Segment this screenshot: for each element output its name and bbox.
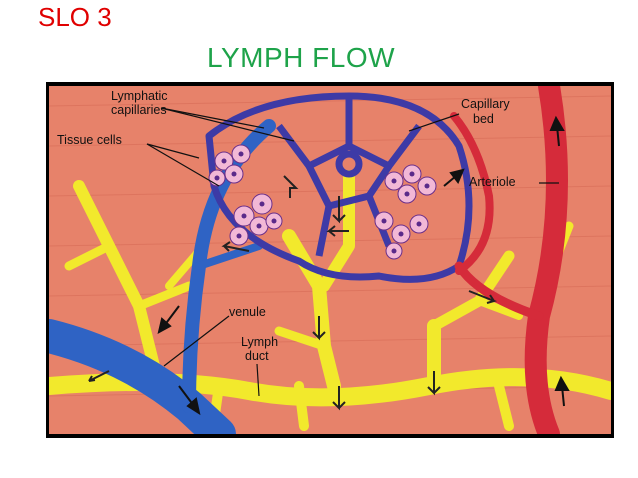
lymph-flow-diagram: Lymphatic capillaries Tissue cells Capil…: [46, 82, 614, 438]
label-lymph-duct-line1: Lymph: [241, 335, 278, 349]
label-capillary-bed-line1: Capillary: [461, 97, 510, 111]
flow-arrows: [88, 175, 498, 411]
label-capillary-bed-line2: bed: [473, 112, 494, 126]
label-lymph-duct-line2: duct: [245, 349, 269, 363]
label-venule: venule: [229, 305, 266, 319]
slo-label: SLO 3: [38, 2, 112, 32]
tissue-cells: [208, 144, 437, 260]
label-leaders: [146, 107, 559, 397]
label-tissue-cells: Tissue cells: [57, 133, 122, 147]
slide-title: LYMPH FLOW: [207, 42, 396, 73]
label-lymphatic-capillaries-line1: Lymphatic: [111, 89, 168, 103]
label-lymphatic-capillaries-line2: capillaries: [111, 103, 167, 117]
label-arteriole: Arteriole: [469, 175, 516, 189]
diagram-svg: Lymphatic capillaries Tissue cells Capil…: [49, 86, 611, 434]
direction-arrows: [157, 115, 570, 416]
arteriole-vessels: [450, 86, 568, 434]
